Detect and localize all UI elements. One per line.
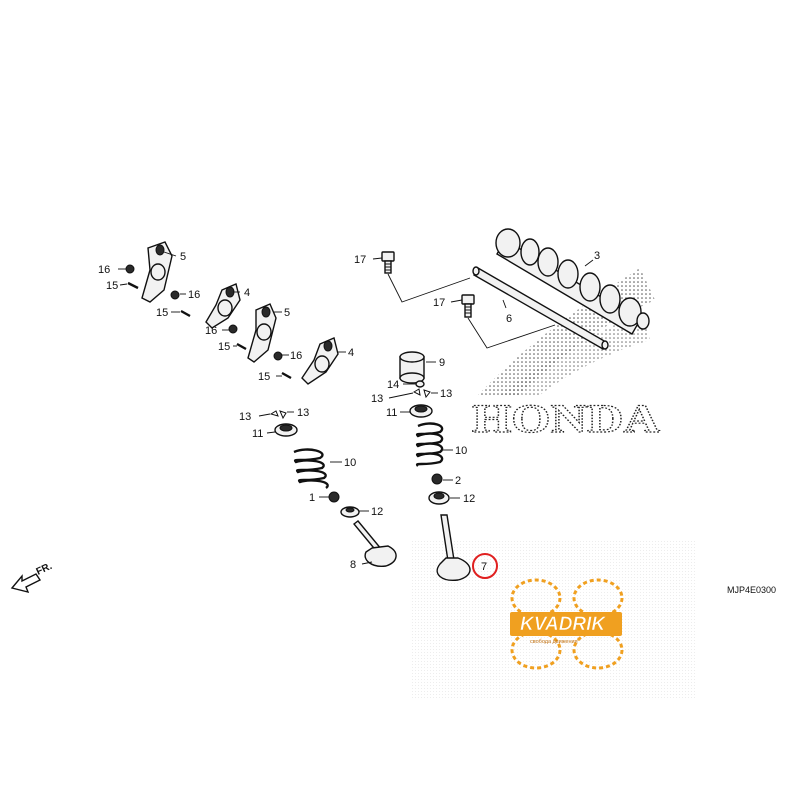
part-2-seal-right xyxy=(431,473,443,485)
part-13-cotters-right xyxy=(412,388,431,399)
label-part-12a: 12 xyxy=(371,506,383,518)
highlight-circle xyxy=(472,553,498,579)
label-part-16c: 16 xyxy=(205,325,217,337)
label-part-2: 2 xyxy=(455,475,461,487)
label-part-1: 1 xyxy=(309,492,315,504)
label-part-16b: 16 xyxy=(188,289,200,301)
part-7-valve-right xyxy=(436,514,471,581)
front-arrow-icon xyxy=(10,573,42,594)
label-part-12b: 12 xyxy=(463,493,475,505)
label-part-10b: 10 xyxy=(455,445,467,457)
label-part-5a: 5 xyxy=(180,251,186,263)
part-9-tappet xyxy=(399,351,425,384)
label-part-15a: 15 xyxy=(106,280,118,292)
watermark-name: KVADRIK xyxy=(520,614,606,635)
label-part-3: 3 xyxy=(594,250,600,262)
watermark-tagline: свобода движения xyxy=(530,639,578,645)
label-part-15d: 15 xyxy=(258,371,270,383)
label-part-7: 7 xyxy=(481,561,487,573)
part-5-rocker-arm-a xyxy=(141,241,173,303)
label-part-17b: 17 xyxy=(433,297,445,309)
part-10-spring-left xyxy=(293,448,329,489)
part-13-cotters-left xyxy=(269,410,287,420)
label-part-13d: 13 xyxy=(440,388,452,400)
label-part-13a: 13 xyxy=(239,411,251,423)
part-11-retainer-right xyxy=(409,404,433,418)
leader-lines xyxy=(118,251,594,565)
label-part-10a: 10 xyxy=(344,457,356,469)
label-part-5b: 5 xyxy=(284,307,290,319)
part-12-seat-left xyxy=(340,506,360,518)
part-14-shim xyxy=(415,380,425,388)
part-3-camshaft xyxy=(495,228,650,335)
part-10-spring-right xyxy=(415,422,444,467)
part-17-bolt-lower xyxy=(461,294,475,318)
label-part-9: 9 xyxy=(439,357,445,369)
label-part-8: 8 xyxy=(350,559,356,571)
label-part-15c: 15 xyxy=(218,341,230,353)
part-11-retainer-left xyxy=(274,423,298,437)
part-12-seat-right xyxy=(428,491,450,505)
part-4-rocker-arm-b xyxy=(301,337,339,385)
label-part-14: 14 xyxy=(387,379,399,391)
drawing-code: MJP4E0300 xyxy=(727,585,776,595)
honda-brand-text: HONDA xyxy=(472,396,660,441)
kvadrik-watermark-logo: KVADRIK свобода движения xyxy=(510,578,624,670)
label-part-13c: 13 xyxy=(371,393,383,405)
part-4-rocker-arm-a xyxy=(205,283,241,329)
part-16-nuts xyxy=(125,264,283,361)
part-15-adjusting-screws xyxy=(127,281,292,380)
front-direction-label: FR. xyxy=(35,561,54,578)
label-part-17a: 17 xyxy=(354,254,366,266)
label-part-16a: 16 xyxy=(98,264,110,276)
front-direction-indicator: FR. xyxy=(10,561,54,594)
highlighted-part-7[interactable]: 7 xyxy=(472,553,498,579)
label-part-4a: 4 xyxy=(244,287,250,299)
part-8-valve-left xyxy=(352,520,397,567)
label-part-11b: 11 xyxy=(386,407,397,419)
part-1-seal-left xyxy=(328,491,340,503)
part-5-rocker-arm-b xyxy=(247,303,277,363)
part-17-bolt-upper xyxy=(381,251,395,274)
label-part-6: 6 xyxy=(506,313,512,325)
label-part-4b: 4 xyxy=(348,347,354,359)
part-6-rocker-shaft xyxy=(472,266,609,350)
label-part-15b: 15 xyxy=(156,307,168,319)
label-part-16d: 16 xyxy=(290,350,302,362)
label-part-11a: 11 xyxy=(252,428,263,440)
label-part-13b: 13 xyxy=(297,407,309,419)
